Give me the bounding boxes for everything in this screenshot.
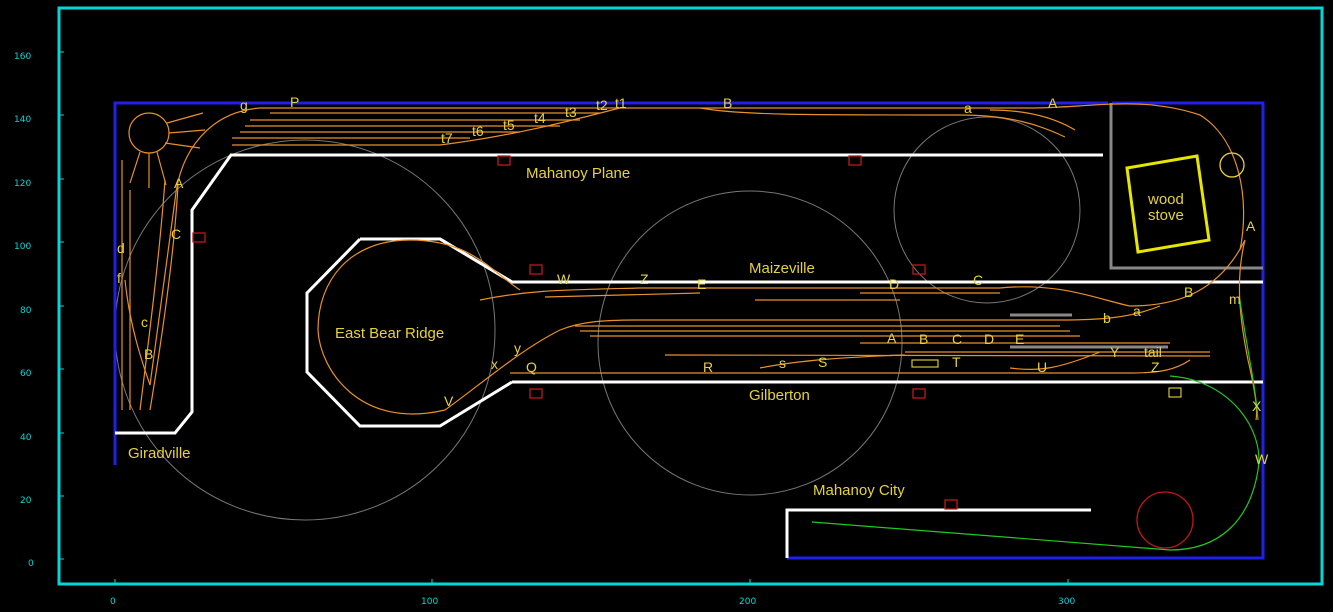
track-label: A [1048, 95, 1058, 111]
track-label: U [1037, 359, 1047, 375]
track-label: b [1103, 310, 1111, 326]
track-label: V [444, 393, 454, 409]
y-tick-label: 100 [14, 242, 31, 252]
track-label: C [952, 331, 962, 347]
x-tick-label: 0 [110, 597, 116, 607]
track-label: R [703, 359, 713, 375]
track-label: t2 [596, 97, 608, 113]
track-label: E [697, 276, 706, 292]
track-label: D [984, 331, 994, 347]
x-axis: 0 100 200 300 [110, 579, 1075, 607]
stove-label-1: wood [1147, 191, 1184, 208]
track-label: f [117, 270, 121, 286]
turntable-icon [1136, 491, 1194, 549]
track-label: W [1255, 451, 1269, 467]
mahanoy-city-branch [811, 299, 1260, 551]
track-label: a [1133, 303, 1141, 319]
track-label: x [491, 356, 498, 372]
track-label: P [290, 94, 299, 110]
y-axis: 160 140 120 100 80 60 40 20 0 [14, 51, 64, 569]
aisle-walls [115, 153, 1263, 558]
track-label: t5 [503, 117, 515, 133]
y-tick-label: 60 [20, 369, 32, 379]
track-label: C [171, 226, 181, 242]
track-label: g [240, 97, 248, 113]
track-label: A [887, 330, 897, 346]
track-label: B [144, 346, 153, 362]
y-tick-label: 140 [14, 115, 31, 125]
y-tick-label: 160 [14, 52, 31, 62]
track-label: B [919, 331, 928, 347]
stove-label-2: stove [1148, 207, 1184, 224]
track-label: X [1252, 398, 1262, 414]
room-walls [1010, 103, 1263, 349]
track-label: Q [526, 359, 537, 375]
y-tick-label: 120 [14, 179, 31, 189]
town-east-bear-ridge: East Bear Ridge [335, 325, 444, 342]
track-label: B [723, 95, 732, 111]
track-label: d [117, 240, 125, 256]
track-label: Z [640, 271, 649, 287]
track-label: t7 [441, 130, 453, 146]
track-label: D [889, 276, 899, 292]
track-label: t3 [565, 104, 577, 120]
wood-stove: wood stove [1125, 154, 1211, 254]
y-tick-label: 20 [20, 496, 32, 506]
track-label: Y [1110, 344, 1120, 360]
track-label: A [1246, 218, 1256, 234]
plan-frame [57, 6, 1324, 586]
town-maizeville: Maizeville [749, 260, 815, 277]
track-label: S [818, 354, 827, 370]
track-label: t4 [534, 110, 546, 126]
track-label: y [514, 340, 521, 356]
y-tick-label: 40 [20, 433, 32, 443]
x-tick-label: 300 [1058, 597, 1075, 607]
track-label: A [174, 175, 184, 191]
track-label: s [779, 355, 786, 371]
y-tick-label: 0 [28, 559, 34, 569]
town-mahanoy-city: Mahanoy City [813, 482, 905, 499]
x-tick-label: 200 [739, 597, 756, 607]
track-label: c [141, 314, 148, 330]
x-tick-label: 100 [421, 597, 438, 607]
track-label: E [1015, 331, 1024, 347]
turntable [128, 112, 206, 188]
track-label: t6 [472, 123, 484, 139]
town-mahanoy-plane: Mahanoy Plane [526, 165, 630, 182]
track-label: B [1184, 284, 1193, 300]
town-labels: Mahanoy Plane Maizeville East Bear Ridge… [128, 165, 905, 499]
platform-marker [1168, 387, 1182, 398]
y-tick-label: 80 [20, 306, 32, 316]
track-label: tail [1144, 344, 1162, 360]
town-gilberton: Gilberton [749, 387, 810, 404]
track-label: a [964, 100, 972, 116]
track-labels: g P t1 t2 t3 t4 t5 t6 t7 B a A A C d f c… [117, 94, 1269, 467]
track-label: Z [1151, 359, 1160, 375]
track-label: C [973, 272, 983, 288]
track-label: m [1229, 291, 1241, 307]
water-tower-icon [1219, 152, 1245, 178]
town-giradville: Giradville [128, 445, 191, 462]
track-label: W [557, 271, 571, 287]
benchwork-edge [113, 101, 1265, 560]
signal-markers [192, 155, 958, 510]
platform-marker [911, 359, 939, 368]
track-network [121, 103, 1258, 421]
track-label: T [952, 354, 961, 370]
track-label: t1 [615, 95, 627, 111]
